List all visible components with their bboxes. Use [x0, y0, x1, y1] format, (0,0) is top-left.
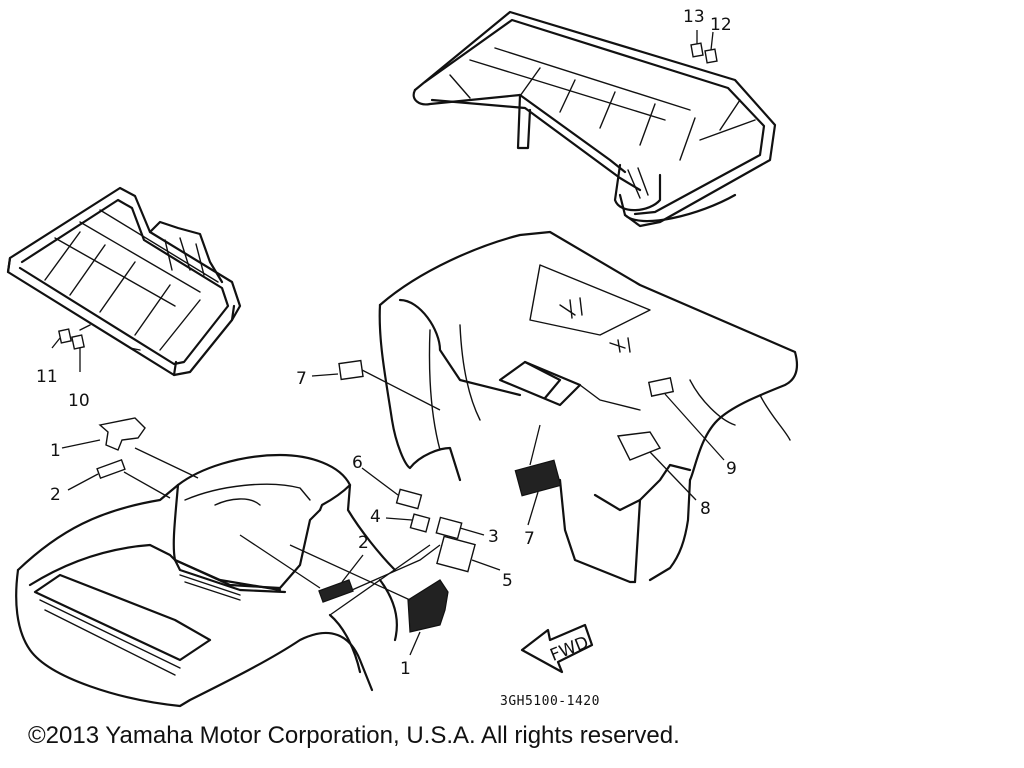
- decal-7-upper: [338, 359, 364, 381]
- copyright-notice: ©2013 Yamaha Motor Corporation, U.S.A. A…: [28, 722, 680, 749]
- callout-9: 9: [726, 459, 737, 479]
- forward-direction-arrow: FWD: [520, 623, 594, 674]
- callout-3: 3: [488, 527, 499, 547]
- callout-10: 10: [68, 391, 90, 411]
- callout-13: 13: [683, 7, 705, 27]
- decal-7-lower: [514, 459, 562, 497]
- decals: [58, 42, 718, 633]
- decal-12: [704, 48, 718, 64]
- front-carrier-rack: [6, 186, 242, 377]
- callout-5: 5: [502, 571, 513, 591]
- callout-8: 8: [700, 499, 711, 519]
- decal-3: [435, 516, 463, 540]
- decal-9: [647, 377, 675, 397]
- decal-13: [690, 42, 704, 58]
- callout-2-lower: 2: [358, 533, 369, 553]
- decal-5: [436, 535, 476, 573]
- decal-2-upper: [96, 458, 126, 480]
- rear-fender: [378, 230, 799, 584]
- callout-1-upper: 1: [50, 441, 61, 461]
- decal-6: [395, 488, 423, 510]
- decal-1-lower: [407, 579, 449, 633]
- decal-11: [58, 328, 72, 344]
- leader-lines: [51, 30, 725, 656]
- part-code: 3GH5100-1420: [500, 694, 600, 709]
- decal-10: [71, 334, 85, 350]
- front-fender: [15, 453, 398, 708]
- callout-1-lower: 1: [400, 659, 411, 679]
- rear-carrier-rack: [412, 10, 777, 228]
- callout-4: 4: [370, 507, 381, 527]
- callout-numbers: 13 12 11 10 7 1 2 6 4 3 2 5 7 8 9 1: [36, 7, 737, 679]
- callout-2-upper: 2: [50, 485, 61, 505]
- callout-6: 6: [352, 453, 363, 473]
- callout-7-lower: 7: [524, 529, 535, 549]
- decal-4: [409, 513, 431, 533]
- decal-2-lower: [318, 579, 354, 603]
- callout-7-upper: 7: [296, 369, 307, 389]
- decal-1-upper: [98, 417, 146, 451]
- callout-11: 11: [36, 367, 58, 387]
- callout-12: 12: [710, 15, 732, 35]
- decal-8: [616, 431, 662, 461]
